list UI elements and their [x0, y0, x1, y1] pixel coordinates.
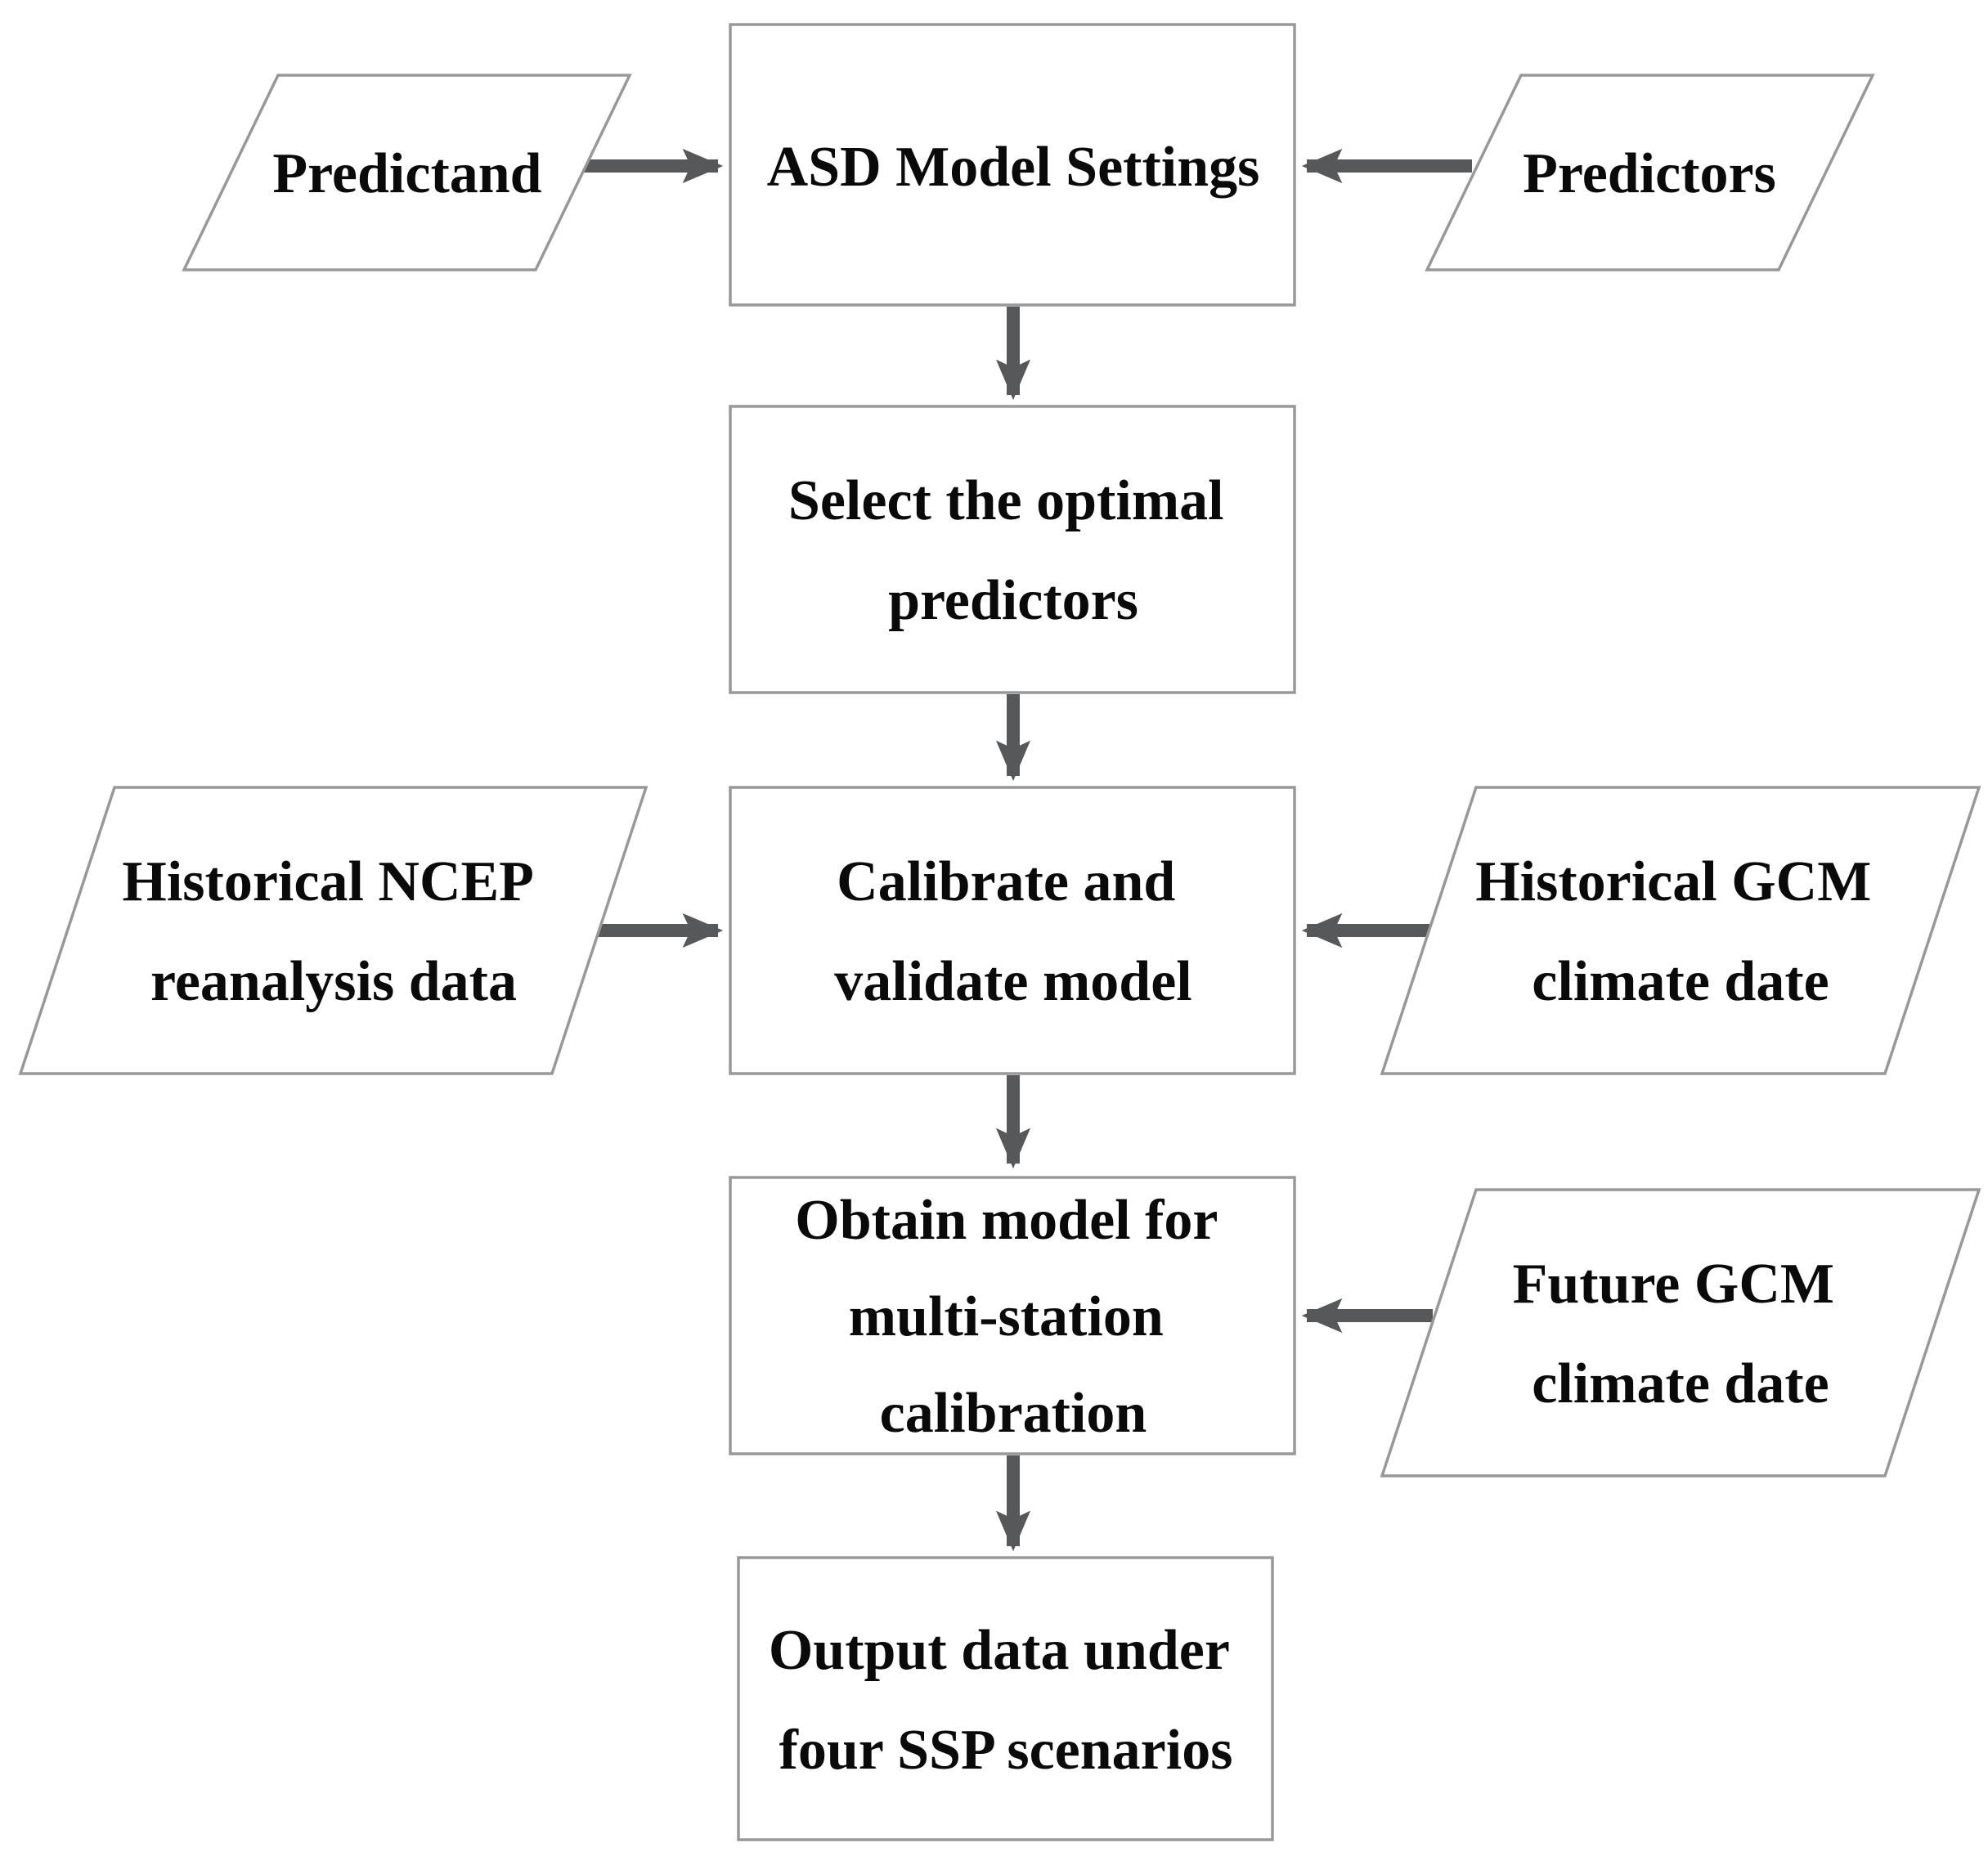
node-predictors-parallelogram [1425, 74, 1875, 271]
label-asd-model-settings: ASD Model Settings [767, 136, 1260, 199]
node-obtain-model-box [729, 1176, 1296, 1455]
label-historical-gcm: Historical GCM climate date [1475, 850, 1886, 1013]
label-predictors: Predictors [1523, 142, 1776, 205]
label-future-gcm: Future GCM climate date [1513, 1253, 1849, 1415]
label-predictand: Predictand [272, 142, 541, 205]
label-calibrate-validate: Calibrate and validate model [834, 850, 1191, 1013]
node-calibrate-validate-box [729, 786, 1296, 1075]
label-output-ssp: Output data under four SSP scenarios [769, 1619, 1243, 1782]
node-output-ssp-box [737, 1556, 1274, 1841]
node-select-optimal-box [729, 405, 1296, 694]
node-predictand-parallelogram [182, 74, 632, 271]
arrows-layer [577, 148, 1472, 1552]
shapes-layer [18, 23, 1981, 1841]
label-select-optimal: Select the optimal predictors [788, 469, 1238, 632]
node-historical-ncep-parallelogram [18, 786, 648, 1075]
node-future-gcm-parallelogram [1380, 1188, 1981, 1478]
label-obtain-model: Obtain model for multi-station calibrati… [795, 1189, 1231, 1445]
label-historical-ncep: Historical NCEP reanalysis data [122, 850, 545, 1013]
node-asd-model-settings-box [729, 23, 1296, 307]
node-historical-gcm-parallelogram [1380, 786, 1981, 1075]
labels-layer: Predictand ASD Model Settings Predictors… [122, 136, 1886, 1782]
